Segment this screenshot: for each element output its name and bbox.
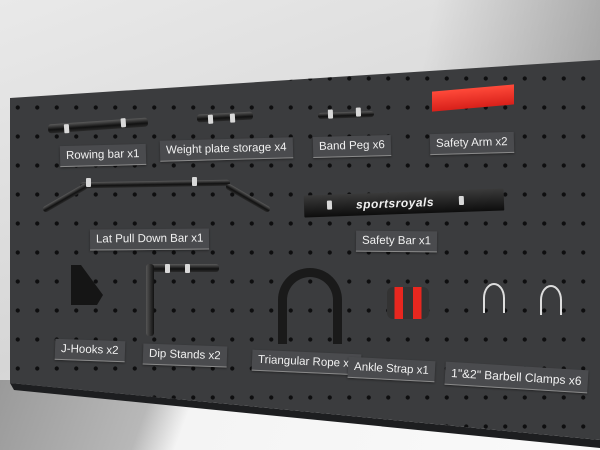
ankle-strap xyxy=(387,287,429,319)
label-safety-arm: Safety Arm x2 xyxy=(429,131,514,156)
label-safety-bar: Safety Bar x1 xyxy=(355,230,438,253)
label-ankle-strap: Ankle Strap x1 xyxy=(347,356,436,383)
label-lat-pull-down-bar: Lat Pull Down Bar x1 xyxy=(89,228,210,251)
label-dip-stands: Dip Stands x2 xyxy=(142,343,227,368)
label-band-peg: Band Peg x6 xyxy=(312,134,392,159)
barbell-clamp-2 xyxy=(540,285,562,315)
triangular-rope xyxy=(278,268,342,344)
label-j-hooks: J-Hooks x2 xyxy=(54,338,125,363)
label-weight-plate-storage: Weight plate storage x4 xyxy=(159,137,293,162)
lat-pull-down-bar xyxy=(40,177,272,218)
label-rowing-bar: Rowing bar x1 xyxy=(59,143,146,168)
dip-stands xyxy=(143,264,223,339)
barbell-clamp-1 xyxy=(483,283,505,313)
brand-logo: sportsroyals xyxy=(355,194,435,212)
